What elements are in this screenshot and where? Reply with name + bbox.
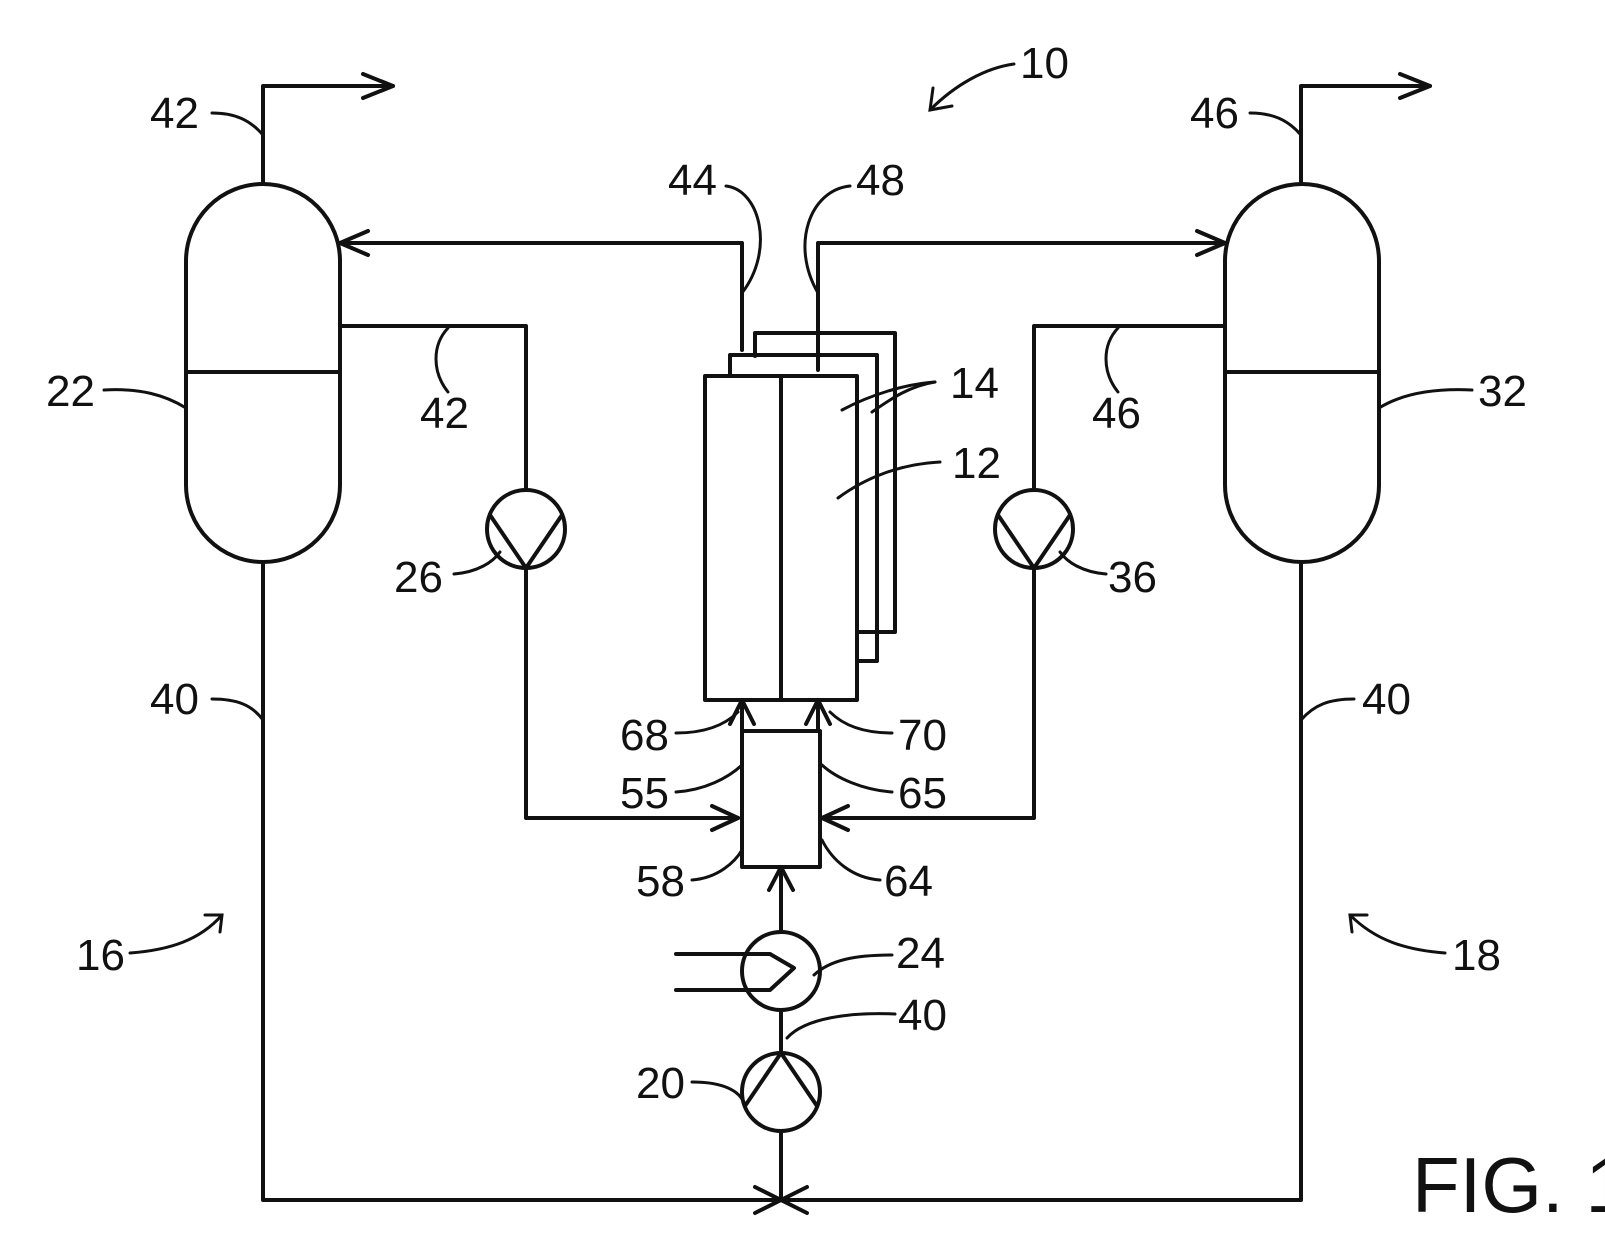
label-20: 20 [636, 1059, 685, 1108]
pump-26 [487, 490, 565, 568]
cell-stack-14 [705, 333, 895, 700]
line-46-right-circuit [822, 326, 1225, 830]
label-64: 64 [884, 857, 933, 906]
inlet-arrows-68-70 [730, 700, 830, 731]
right-tank-32 [1225, 184, 1379, 562]
arrow-16 [130, 915, 222, 953]
figure-caption: FIG. 1 [1412, 1141, 1605, 1229]
arrow-10 [930, 64, 1014, 110]
right-tank-outlet-line [1301, 74, 1430, 184]
label-40-right: 40 [1362, 675, 1411, 724]
left-tank-22 [186, 184, 340, 562]
label-42-mid: 42 [420, 389, 469, 438]
label-40-left: 40 [150, 675, 199, 724]
heat-exchanger-24 [676, 932, 820, 1010]
label-46-top: 46 [1190, 89, 1239, 138]
label-70: 70 [898, 711, 947, 760]
pump-20 [742, 1053, 820, 1131]
label-22: 22 [46, 367, 95, 416]
label-10: 10 [1020, 39, 1069, 88]
label-32: 32 [1478, 367, 1527, 416]
label-44: 44 [668, 156, 717, 205]
label-48: 48 [856, 156, 905, 205]
distributor-block [742, 731, 820, 867]
label-46-mid: 46 [1092, 389, 1141, 438]
label-24: 24 [896, 929, 945, 978]
line-44-stack-to-left-tank [340, 231, 742, 350]
label-68: 68 [620, 711, 669, 760]
label-36: 36 [1108, 553, 1157, 602]
label-40-center: 40 [898, 991, 947, 1040]
label-55: 55 [620, 769, 669, 818]
arrow-18 [1350, 915, 1445, 953]
left-tank-outlet-line [263, 74, 393, 184]
label-16: 16 [76, 931, 125, 980]
label-12: 12 [952, 439, 1001, 488]
pump-36 [995, 490, 1073, 568]
line-48-stack-to-right-tank [818, 231, 1225, 370]
label-18: 18 [1452, 931, 1501, 980]
label-58: 58 [636, 857, 685, 906]
label-42-top: 42 [150, 89, 199, 138]
leader-lines [104, 113, 1472, 1105]
label-65: 65 [898, 769, 947, 818]
label-26: 26 [394, 553, 443, 602]
label-14: 14 [950, 359, 999, 408]
